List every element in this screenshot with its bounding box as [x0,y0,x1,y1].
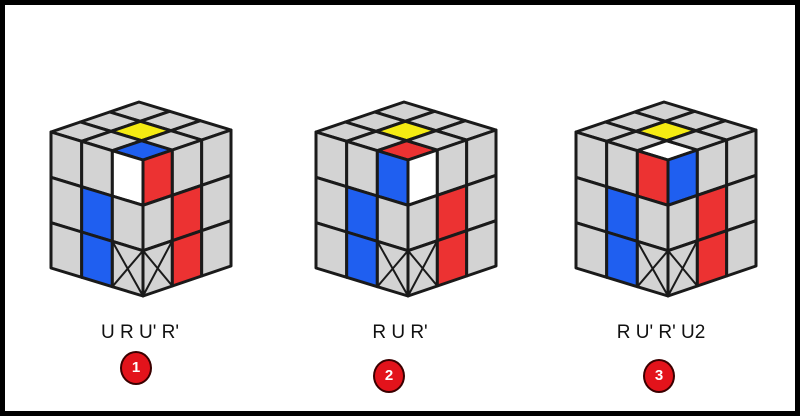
right-sticker [435,229,469,288]
right-sticker [725,219,758,278]
front-sticker [605,230,639,289]
cube-step-1 [49,100,233,298]
right-sticker [200,219,233,278]
cross-mark-icon [407,240,439,297]
front-sticker [574,221,609,279]
cube-step-2 [314,100,498,298]
moves-label-step-1: U R U' R' [101,322,179,343]
front-sticker [345,230,379,289]
cross-mark-icon [376,250,409,288]
cross-mark-icon [667,240,699,297]
step-number-badge-1: 1 [120,351,152,385]
moves-label-step-3: R U' R' U2 [616,322,706,343]
moves-label-step-2: R U R' [372,322,428,343]
front-sticker [314,221,349,279]
right-sticker [170,229,204,288]
front-sticker [80,230,114,289]
cross-mark-icon [142,240,174,297]
cross-mark-icon [636,250,669,288]
cube-step-3 [574,100,758,298]
diagram-canvas: U R U' R' 1 R U R' 2 R U' R' U2 3 [5,5,795,411]
front-sticker [49,221,84,279]
cross-mark-icon [111,250,144,288]
right-sticker [695,229,729,288]
right-sticker [465,219,498,278]
step-number-badge-3: 3 [643,359,675,393]
step-number-badge-2: 2 [373,359,405,393]
